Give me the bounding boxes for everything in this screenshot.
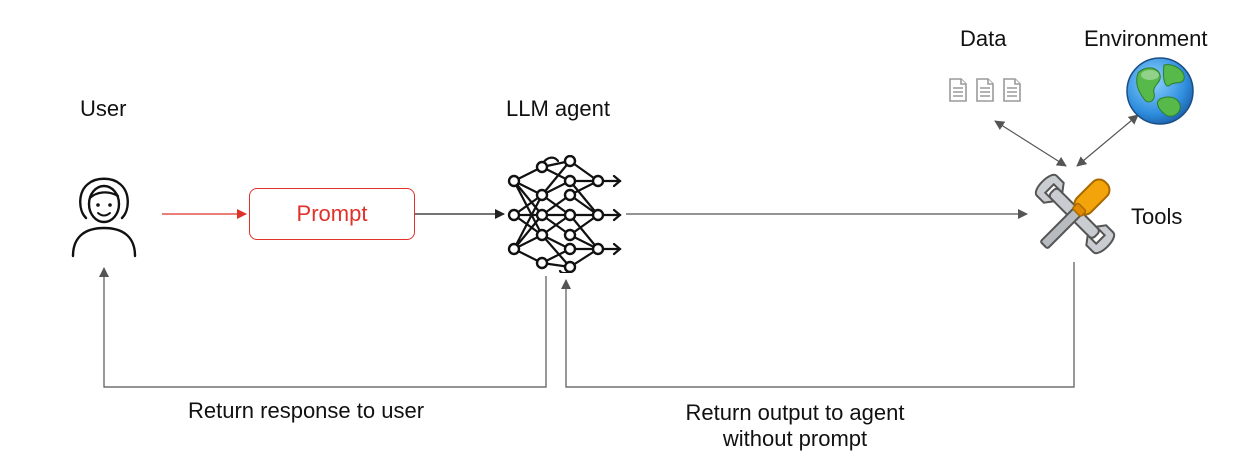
llm-agent-label: LLM agent xyxy=(506,96,610,121)
prompt-label: Prompt xyxy=(296,201,368,226)
tools-data-double-arrow xyxy=(994,120,1067,167)
person-outline-icon xyxy=(71,177,137,258)
return-to-user-path xyxy=(99,267,547,388)
data-label: Data xyxy=(960,26,1007,51)
return-output-label-line2: without prompt xyxy=(722,426,868,451)
return-response-label: Return response to user xyxy=(188,398,425,423)
wrench-and-screwdriver-icon xyxy=(1034,173,1116,255)
prompt-box: Prompt xyxy=(249,188,415,240)
neural-network-icon xyxy=(507,155,622,273)
return-output-label-line1: Return output to agent xyxy=(685,400,905,425)
document-icon xyxy=(949,78,1021,102)
environment-label: Environment xyxy=(1084,26,1208,51)
user-label: User xyxy=(80,96,127,121)
return-to-agent-path xyxy=(561,262,1075,388)
globe-icon xyxy=(1126,57,1194,125)
tools-label: Tools xyxy=(1131,204,1183,229)
tools-environment-double-arrow xyxy=(1076,114,1139,167)
